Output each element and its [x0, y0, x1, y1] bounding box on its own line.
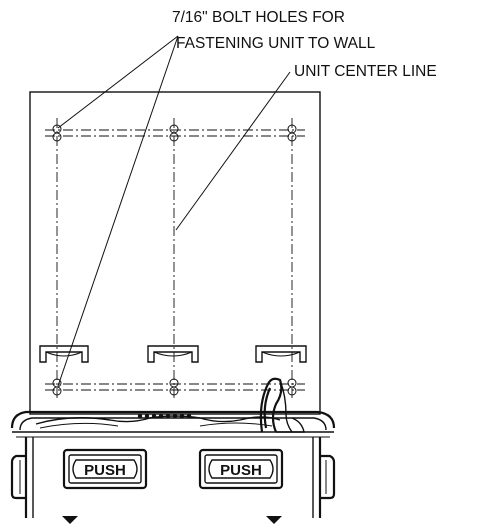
push-button-left-label: PUSH — [84, 462, 126, 479]
push-button-right-label: PUSH — [220, 462, 262, 479]
bolt-holes-callout-line2: FASTENING UNIT TO WALL — [176, 35, 376, 52]
bracket-center — [147, 345, 199, 363]
drain-grate — [137, 413, 192, 419]
leader-lines — [57, 35, 291, 387]
leader-bolt-top — [57, 35, 179, 129]
push-button-right: PUSH — [198, 448, 284, 490]
fountain-basin — [10, 410, 336, 438]
foot-left — [62, 516, 78, 524]
bracket-right — [255, 345, 307, 363]
hanger-brackets — [39, 345, 307, 363]
foot-right — [266, 516, 282, 524]
center-line-callout: UNIT CENTER LINE — [294, 63, 437, 80]
bubbler-spout — [259, 377, 305, 433]
bolt-holes — [52, 124, 297, 396]
wall-plate-outline — [29, 91, 321, 415]
bolt-hole-bottom-right — [287, 378, 297, 396]
leader-bolt-bottom — [57, 35, 179, 387]
bracket-left — [39, 345, 89, 363]
side-bumper-left — [10, 454, 26, 500]
side-bumper-right — [320, 454, 336, 500]
bolt-holes-callout-line1: 7/16" BOLT HOLES FOR — [172, 9, 345, 26]
push-button-left: PUSH — [62, 448, 148, 490]
bolt-hole-top-center — [169, 124, 179, 142]
bolt-pattern-centerlines — [45, 118, 305, 400]
bolt-hole-bottom-center — [169, 378, 179, 396]
bolt-hole-bottom-left — [52, 378, 62, 396]
bolt-hole-top-right — [287, 124, 297, 142]
fountain-cabinet — [10, 437, 336, 524]
bolt-hole-top-left — [52, 124, 62, 142]
leader-center-line — [175, 71, 291, 231]
